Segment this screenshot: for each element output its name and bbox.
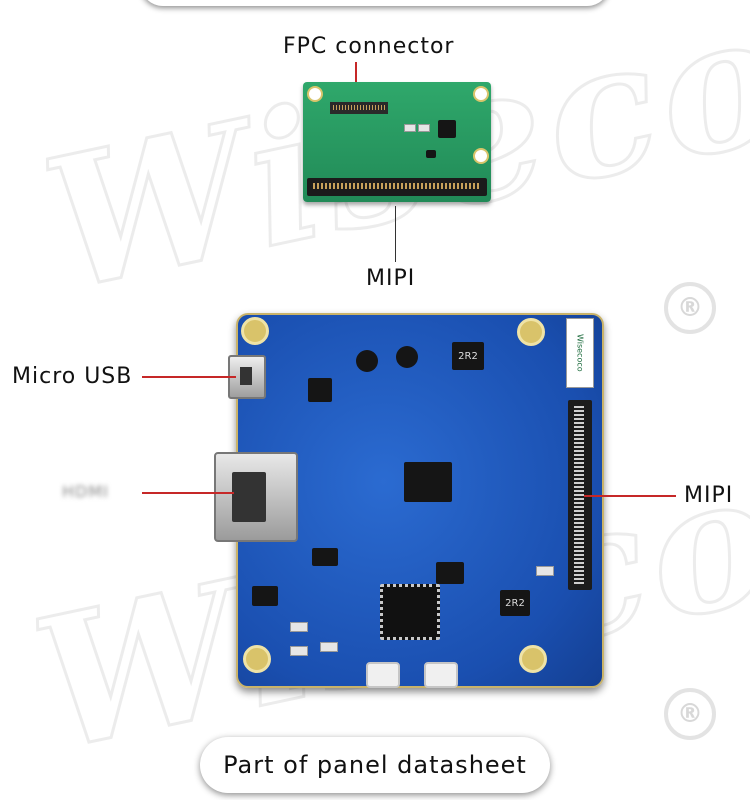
board-button-1 (366, 662, 400, 688)
registered-mark-icon: ® (664, 282, 716, 334)
registered-mark-icon-2: ® (664, 688, 716, 740)
adapter-hole-tl (307, 86, 323, 102)
small-fpc-connector (330, 102, 388, 114)
inductor-chip: 2R2 (452, 342, 484, 370)
mipi-top-callout-line (395, 206, 396, 262)
top-caption-pill (140, 0, 610, 6)
mount-hole-br (519, 645, 547, 673)
adapter-hole-br (473, 148, 489, 164)
inductor-chip-2: 2R2 (500, 590, 530, 616)
adapter-component-2 (418, 124, 430, 132)
smd-component (290, 622, 308, 632)
smd-component-3 (320, 642, 338, 652)
small-ic (252, 586, 278, 606)
adapter-hole-tr (473, 86, 489, 102)
smd-component-2 (290, 646, 308, 656)
mipi-right-callout-line (584, 495, 676, 497)
micro-usb-callout-line (142, 376, 236, 378)
power-chip (308, 378, 332, 402)
hdmi-callout-line (142, 492, 234, 494)
caption-text: Part of panel datasheet (223, 751, 527, 779)
mount-hole-bl (243, 645, 271, 673)
fpc-connector-label: FPC connector (283, 34, 455, 59)
adapter-fpc-strip (307, 178, 487, 196)
adapter-chip-small (426, 150, 436, 158)
caption-pill: Part of panel datasheet (200, 737, 550, 793)
micro-usb-port (228, 355, 266, 399)
main-controller-chip (380, 584, 440, 640)
micro-usb-label: Micro USB (12, 364, 133, 389)
mipi-right-label: MIPI (684, 483, 734, 508)
round-inductor (356, 350, 378, 372)
mipi-top-label: MIPI (366, 266, 416, 291)
brand-sticker: Wisecoco (566, 318, 594, 388)
smd-component-4 (536, 566, 554, 576)
usb-bridge-chip (404, 462, 452, 502)
board-button-2 (424, 662, 458, 688)
regulator-chip (436, 562, 464, 584)
mount-hole-tl (241, 317, 269, 345)
hdmi-port (214, 452, 298, 542)
adapter-chip (438, 120, 456, 138)
small-ic-2 (312, 548, 338, 566)
mount-hole-tr (517, 318, 545, 346)
adapter-component (404, 124, 416, 132)
round-inductor-2 (396, 346, 418, 368)
hdmi-label: HDMI (62, 482, 109, 501)
